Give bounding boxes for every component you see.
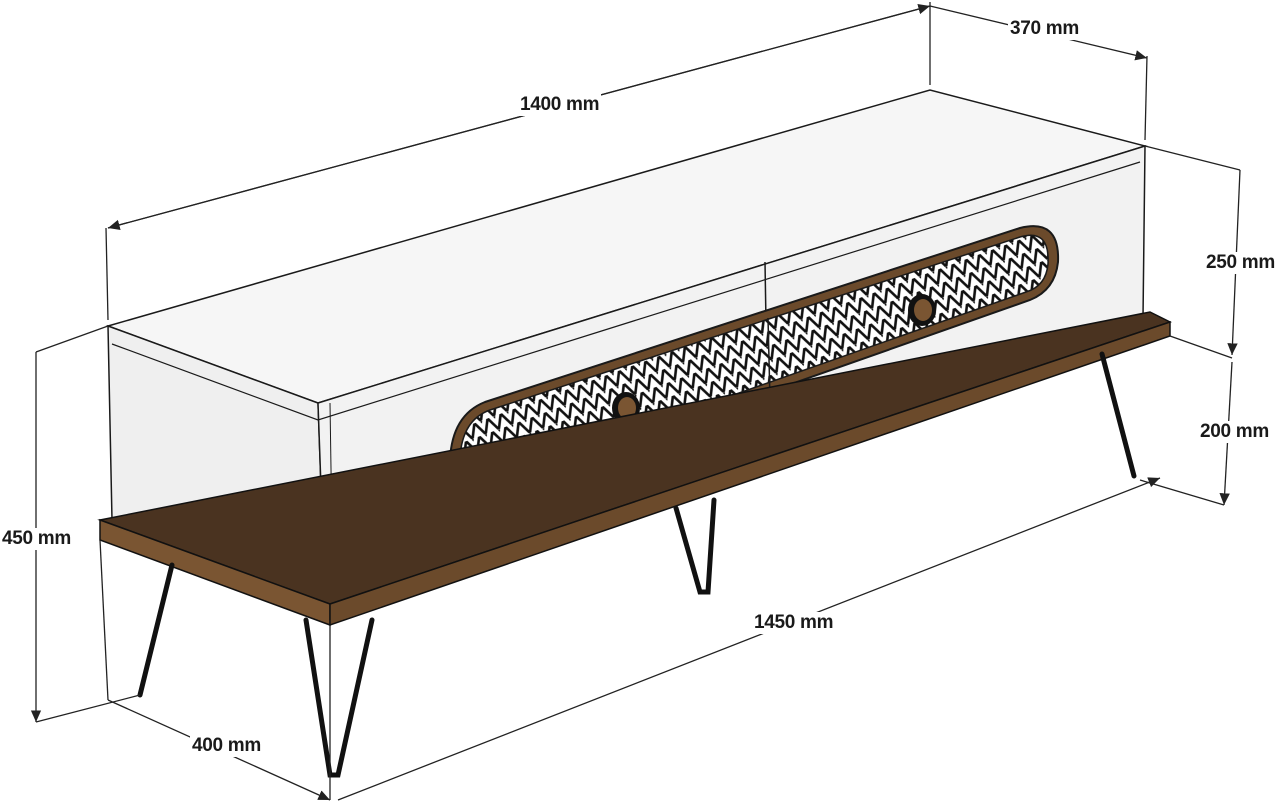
dimension-base-width: 1450 mm (752, 612, 836, 634)
dimension-leg-height: 200 mm (1198, 421, 1271, 443)
dimension-cabinet-height: 250 mm (1204, 252, 1277, 274)
dimension-base-depth: 400 mm (190, 735, 263, 757)
dimension-total-height: 450 mm (0, 528, 73, 550)
hairpin-legs (137, 351, 1137, 778)
dimension-depth-top: 370 mm (1008, 18, 1081, 40)
dimension-total-width: 1400 mm (518, 94, 602, 116)
wooden-base (97, 311, 1172, 627)
